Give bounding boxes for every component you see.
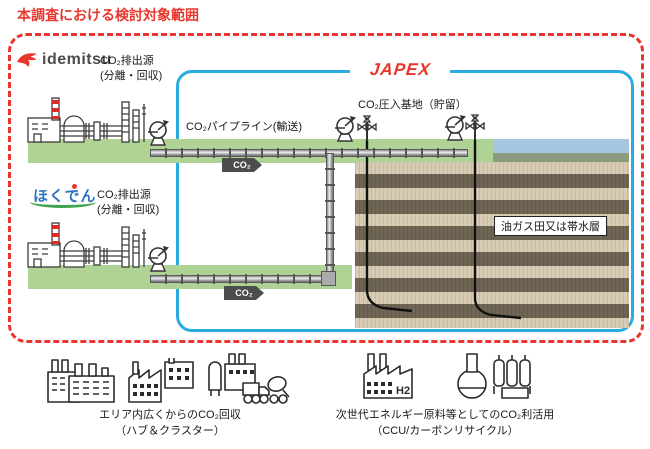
flask-and-cylinders-icon: [457, 353, 531, 399]
co2-pipeline-bottom: [150, 274, 326, 284]
co2-pipeline-top: [150, 148, 468, 158]
co2-pipeline-vertical: [325, 153, 335, 279]
page-title: 本調査における検討対象範囲: [17, 7, 199, 23]
plant-and-trucks-icon: [208, 353, 290, 404]
emission-source-label-top: CO₂排出源 (分離・回収): [100, 54, 162, 84]
emission-source-top-line1: CO₂排出源: [100, 55, 154, 67]
hokuden-plant-illustration: [27, 222, 146, 268]
pipeline-elbow-joint: [321, 271, 336, 286]
factory-cluster-icon-2: [128, 358, 194, 403]
h2-label: H2: [396, 385, 410, 397]
ccu-caption-line2: （CCU/カーボンリサイクル）: [371, 425, 519, 437]
geological-layers: [355, 162, 629, 328]
co2-flow-badge-bottom: CO₂: [224, 286, 264, 300]
idemitsu-logo-text: idemitsu: [42, 51, 112, 68]
hokuden-logo-arc: [30, 196, 96, 208]
hub-cluster-icons: [45, 352, 291, 406]
factory-cluster-icon-1: [47, 359, 115, 403]
japex-logo: JAPEX: [350, 60, 450, 80]
hub-cluster-caption-line2: （ハブ＆クラスター）: [115, 425, 225, 437]
capture-pump-icon-top: [148, 120, 169, 146]
idemitsu-plant-illustration: [27, 97, 146, 143]
emission-source-label-bottom: CO₂排出源 (分離・回収): [97, 188, 159, 218]
ccu-caption-line1: 次世代エネルギー原料等としてのCO₂利活用: [335, 409, 555, 421]
injection-pump-icon-1: [335, 116, 356, 142]
pipeline-label: CO₂パイプライン(輸送): [186, 121, 303, 133]
japex-logo-text: JAPEX: [368, 60, 432, 79]
capture-pump-icon-bottom: [148, 246, 169, 272]
emission-source-bottom-line2: (分離・回収): [97, 204, 160, 216]
co2-flow-badge-top: CO₂: [222, 158, 262, 172]
hub-cluster-caption: エリア内広くからのCO₂回収 （ハブ＆クラスター）: [25, 407, 315, 439]
h2-factory-icon: H2: [363, 353, 413, 399]
sea-water: [493, 139, 629, 153]
study-scope-dashed-frame: [8, 33, 644, 343]
reservoir-label: 油ガス田又は帯水層: [494, 216, 607, 236]
ccu-icons: H2: [360, 352, 534, 402]
injection-base-label: CO₂圧入基地（貯留）: [358, 99, 467, 111]
injection-pump-icon-2: [445, 115, 466, 141]
idemitsu-emblem-icon: [17, 53, 37, 67]
idemitsu-logo: idemitsu: [16, 50, 112, 70]
emission-source-bottom-line1: CO₂排出源: [97, 189, 151, 201]
hub-cluster-caption-line1: エリア内広くからのCO₂回収: [99, 409, 241, 421]
emission-source-top-line2: (分離・回収): [100, 70, 163, 82]
wellhead-icon-2: [465, 114, 485, 140]
hokuden-logo-dot: [72, 184, 77, 189]
wellhead-icon-1: [357, 115, 377, 141]
ccu-caption: 次世代エネルギー原料等としてのCO₂利活用 （CCU/カーボンリサイクル）: [315, 407, 575, 439]
injection-wells: [365, 140, 522, 320]
seabed-strip: [493, 153, 629, 162]
